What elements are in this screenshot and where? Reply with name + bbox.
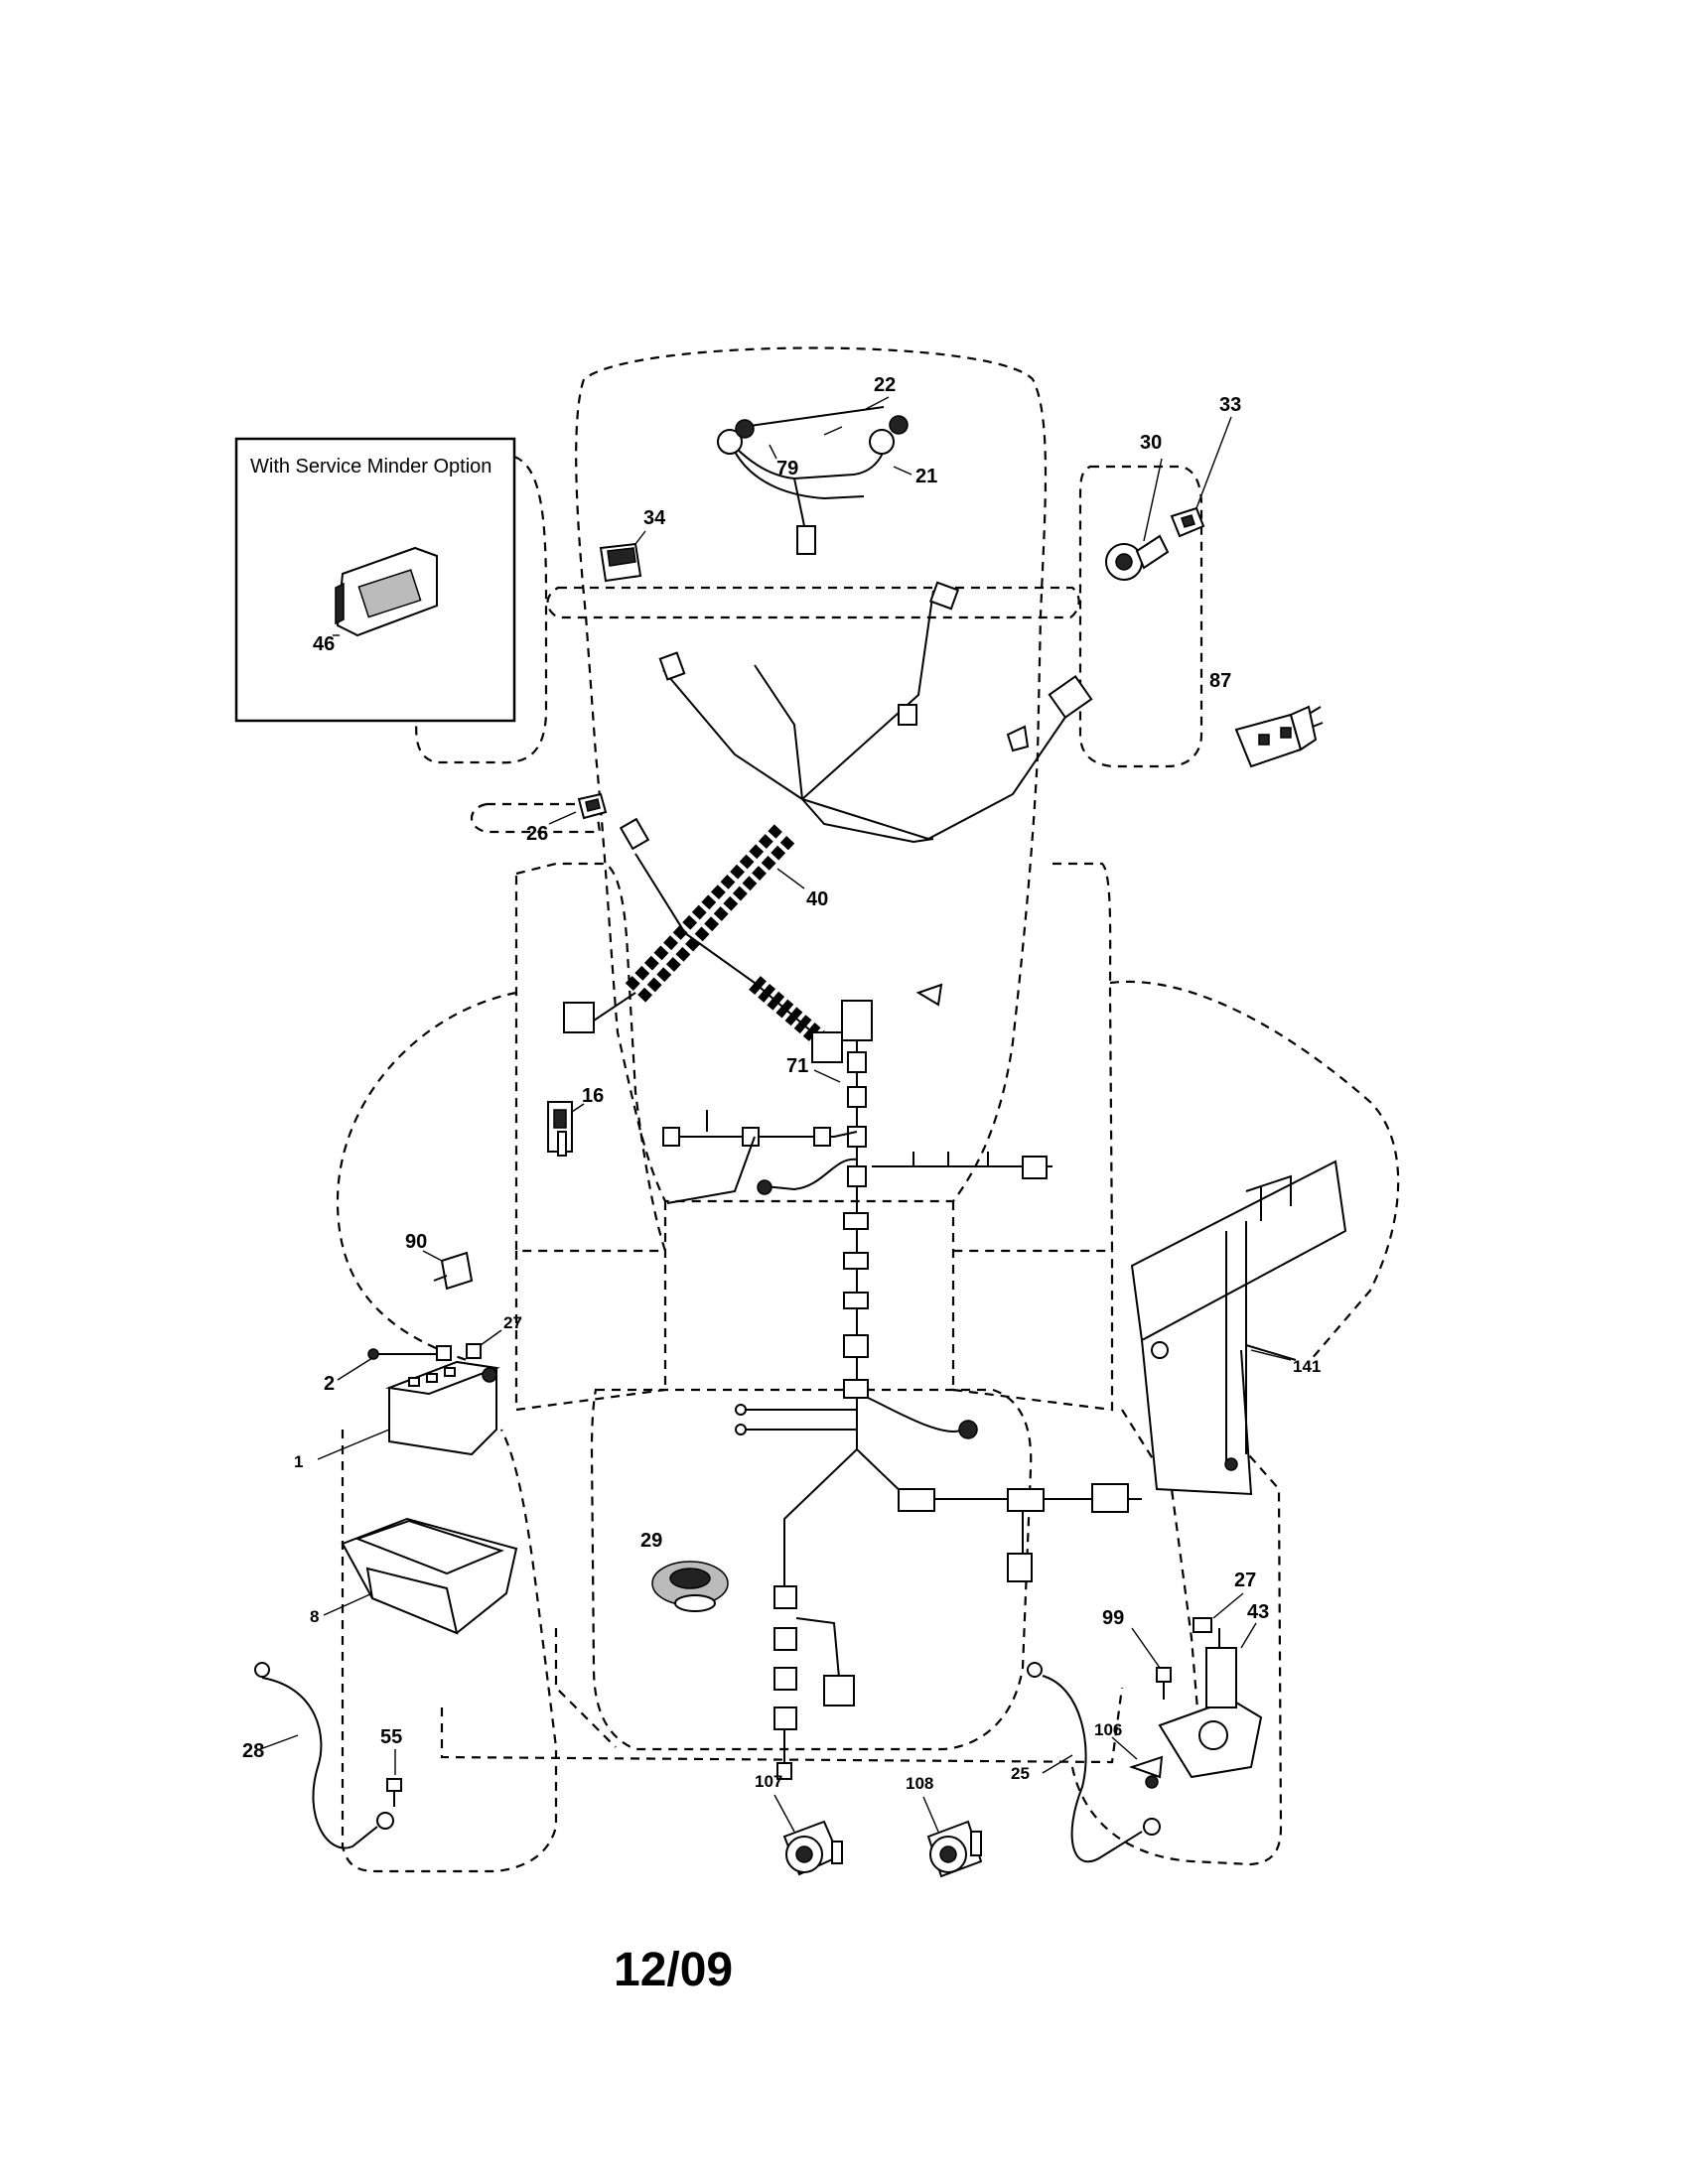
solenoid-icon: [782, 1820, 843, 1876]
callout-43: 43: [1247, 1601, 1269, 1623]
relay-icon: [1234, 705, 1324, 768]
callout-34: 34: [643, 507, 666, 529]
callout-33: 33: [1219, 394, 1241, 416]
callout-141: 141: [1293, 1357, 1321, 1376]
hood-outline: [575, 346, 1048, 1203]
fuse-holder-icon: [577, 792, 608, 820]
callout-22: 22: [874, 374, 896, 396]
right-bracket-outline: [1078, 465, 1203, 768]
callout-2: 2: [324, 1373, 335, 1395]
nut-icon: [1193, 1617, 1212, 1633]
callout-25: 25: [1011, 1764, 1030, 1783]
fender-right-outline: [1109, 980, 1400, 1361]
screw-icon: [1156, 1667, 1172, 1700]
mower-deck-outline: [590, 1388, 1033, 1751]
callout-21: 21: [915, 466, 937, 487]
inset-title: With Service Minder Option: [250, 456, 491, 478]
battery-tray-icon: [341, 1517, 518, 1635]
clip-icon: [1128, 1755, 1164, 1789]
callout-99: 99: [1102, 1607, 1124, 1629]
callout-108: 108: [906, 1774, 933, 1793]
fender-left-outline: [336, 991, 517, 1371]
frame-left-outline: [514, 862, 667, 1253]
lower-right-outline: [1121, 1409, 1203, 1758]
callout-79: 79: [776, 458, 798, 479]
callout-8: 8: [310, 1607, 319, 1626]
callout-29: 29: [640, 1530, 662, 1552]
frame-mid-outline: [663, 1201, 955, 1390]
callout-87: 87: [1209, 670, 1231, 692]
wire-harness-icon: [563, 581, 1093, 1063]
callout-55: 55: [380, 1726, 402, 1748]
callout-26: 26: [526, 823, 548, 845]
battery-nut-icon: [466, 1343, 482, 1359]
ignition-key-icon: [1170, 506, 1205, 538]
ignition-switch-icon: [1105, 534, 1170, 581]
callout-90: 90: [405, 1231, 427, 1253]
callout-27-lower: 27: [1234, 1570, 1256, 1591]
bolt-icon: [386, 1778, 402, 1807]
seat-switch-icon: [547, 1101, 573, 1157]
callout-71: 71: [786, 1055, 808, 1077]
callout-28: 28: [242, 1740, 264, 1762]
headlight-icon: [717, 406, 909, 555]
callout-16: 16: [582, 1085, 604, 1107]
dash-panel-outline: [546, 586, 1080, 619]
callout-1: 1: [294, 1452, 303, 1471]
service-minder-inset: With Service Minder Option: [234, 437, 516, 723]
frame-lower-outline: [514, 1251, 1114, 1412]
hour-meter-icon: [335, 546, 438, 637]
callout-46: 46: [313, 633, 335, 655]
starter-solenoid-icon: [926, 1820, 983, 1878]
body-outline: [336, 346, 1400, 1873]
inset-frame: [234, 437, 516, 723]
callout-40: 40: [806, 888, 828, 910]
hood-panel-icon: [1130, 1160, 1347, 1496]
ground-cable-icon: [1027, 1662, 1161, 1863]
battery-bolt-icon: [367, 1345, 452, 1361]
callout-30: 30: [1140, 432, 1162, 454]
fuse-area-outline: [470, 802, 602, 834]
callout-107: 107: [755, 1772, 782, 1791]
callout-106: 106: [1094, 1720, 1122, 1739]
callout-27-upper: 27: [503, 1313, 522, 1332]
battery-area-outline: [341, 1429, 558, 1873]
rear-frame-outline: [440, 1628, 1124, 1764]
alarm-icon: [433, 1251, 474, 1291]
battery-icon: [385, 1360, 500, 1456]
horn-icon: [651, 1561, 729, 1612]
frame-right-outline: [953, 862, 1114, 1253]
date-code: 12/09: [614, 1944, 733, 1996]
rocker-switch-icon: [599, 542, 642, 583]
lower-harness-icon: [662, 1000, 1142, 1780]
bracket-icon: [1158, 1628, 1263, 1779]
battery-cable-icon: [254, 1662, 394, 1849]
